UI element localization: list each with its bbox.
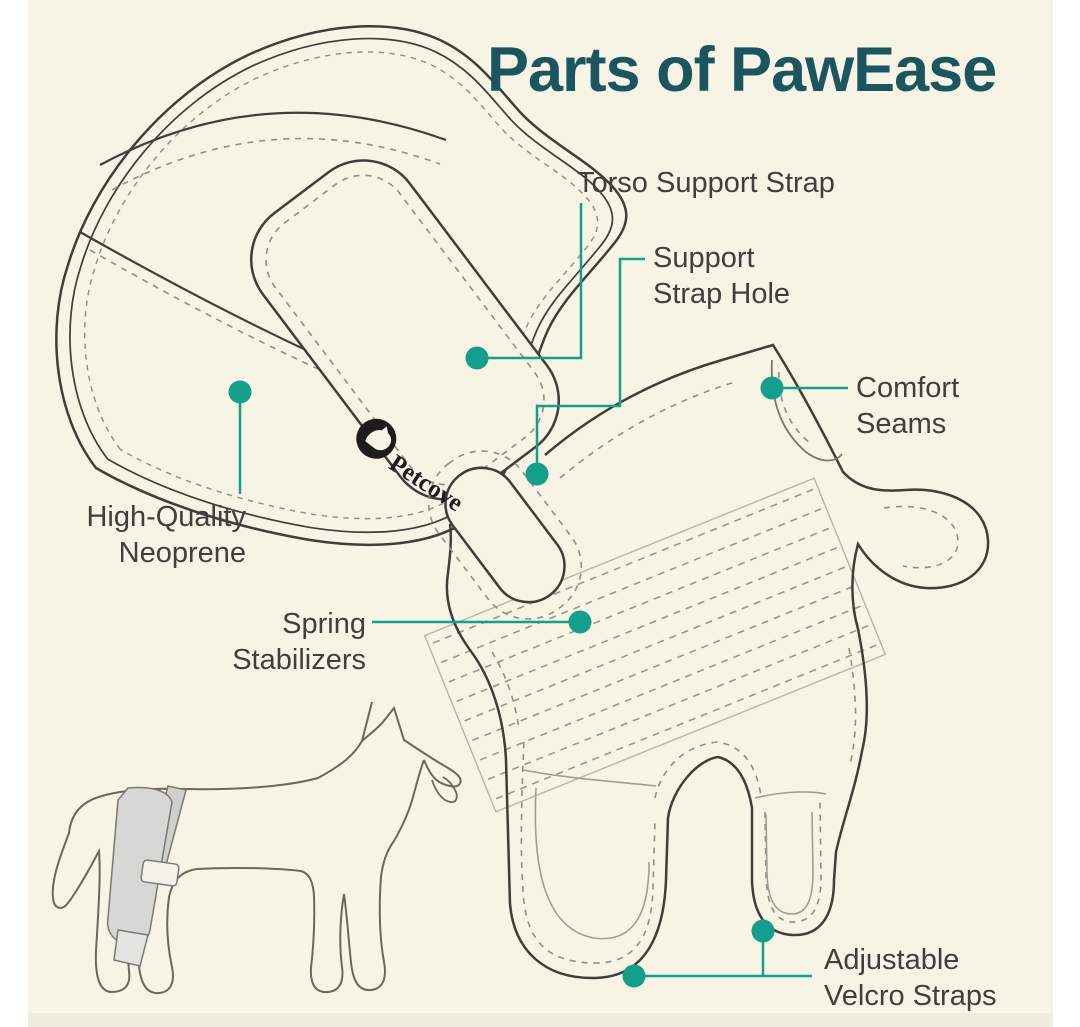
- label-line: Adjustable: [824, 944, 960, 976]
- dog-brace: [106, 785, 187, 967]
- label-adjustable-velcro-straps: Adjustable Velcro Straps: [824, 942, 996, 1014]
- label-line: Neoprene: [118, 537, 246, 569]
- velcro-straps-callout: [622, 919, 812, 988]
- petcove-logo-dog-glyph: [365, 426, 392, 451]
- callout-dot: [465, 346, 489, 370]
- label-line: Velcro Straps: [824, 980, 997, 1012]
- callout-dot: [751, 919, 775, 943]
- callout-dot: [568, 610, 592, 634]
- torso-support-strap-flap: [249, 159, 561, 501]
- support-strap-hole: [427, 450, 583, 620]
- dog-tongue: [431, 776, 458, 804]
- spring-stabilizer-hatch: [423, 477, 887, 813]
- support-strap-hole-callout: [525, 257, 645, 486]
- label-line: Strap Hole: [653, 278, 791, 310]
- callout-dot: [525, 462, 549, 486]
- neoprene-callout: [228, 380, 252, 494]
- label-line: Support: [653, 242, 755, 274]
- label-line: High-Quality: [86, 501, 246, 533]
- label-line: Seams: [856, 408, 947, 440]
- bottom-edge-strip: [28, 1013, 1053, 1027]
- label-comfort-seams: Comfort Seams: [856, 370, 959, 442]
- torso-strap-callout: [465, 203, 583, 370]
- garment-body-outline: [445, 343, 990, 980]
- dog-head: [361, 705, 462, 788]
- label-line: Comfort: [856, 372, 960, 404]
- spring-stabilizers-callout: [372, 610, 592, 634]
- label-line: Spring: [282, 608, 366, 640]
- brace-buckle: [140, 859, 180, 887]
- label-line: Stabilizers: [232, 644, 366, 676]
- comfort-seam-corner: [770, 359, 843, 462]
- label-support-strap-hole: Support Strap Hole: [653, 240, 790, 312]
- comfort-seams-callout: [760, 376, 848, 400]
- callout-dot: [622, 964, 646, 988]
- label-spring-stabilizers: Spring Stabilizers: [0, 606, 366, 678]
- callout-dot: [760, 376, 784, 400]
- label-line: Torso Support Strap: [577, 167, 835, 199]
- page-title: Parts of PawEase: [487, 35, 997, 105]
- dog-outline: [51, 701, 425, 995]
- callout-dot: [228, 380, 252, 404]
- label-high-quality-neoprene: High-Quality Neoprene: [0, 499, 246, 571]
- dog-illustration: [51, 701, 462, 995]
- label-torso-support-strap: Torso Support Strap: [577, 165, 835, 201]
